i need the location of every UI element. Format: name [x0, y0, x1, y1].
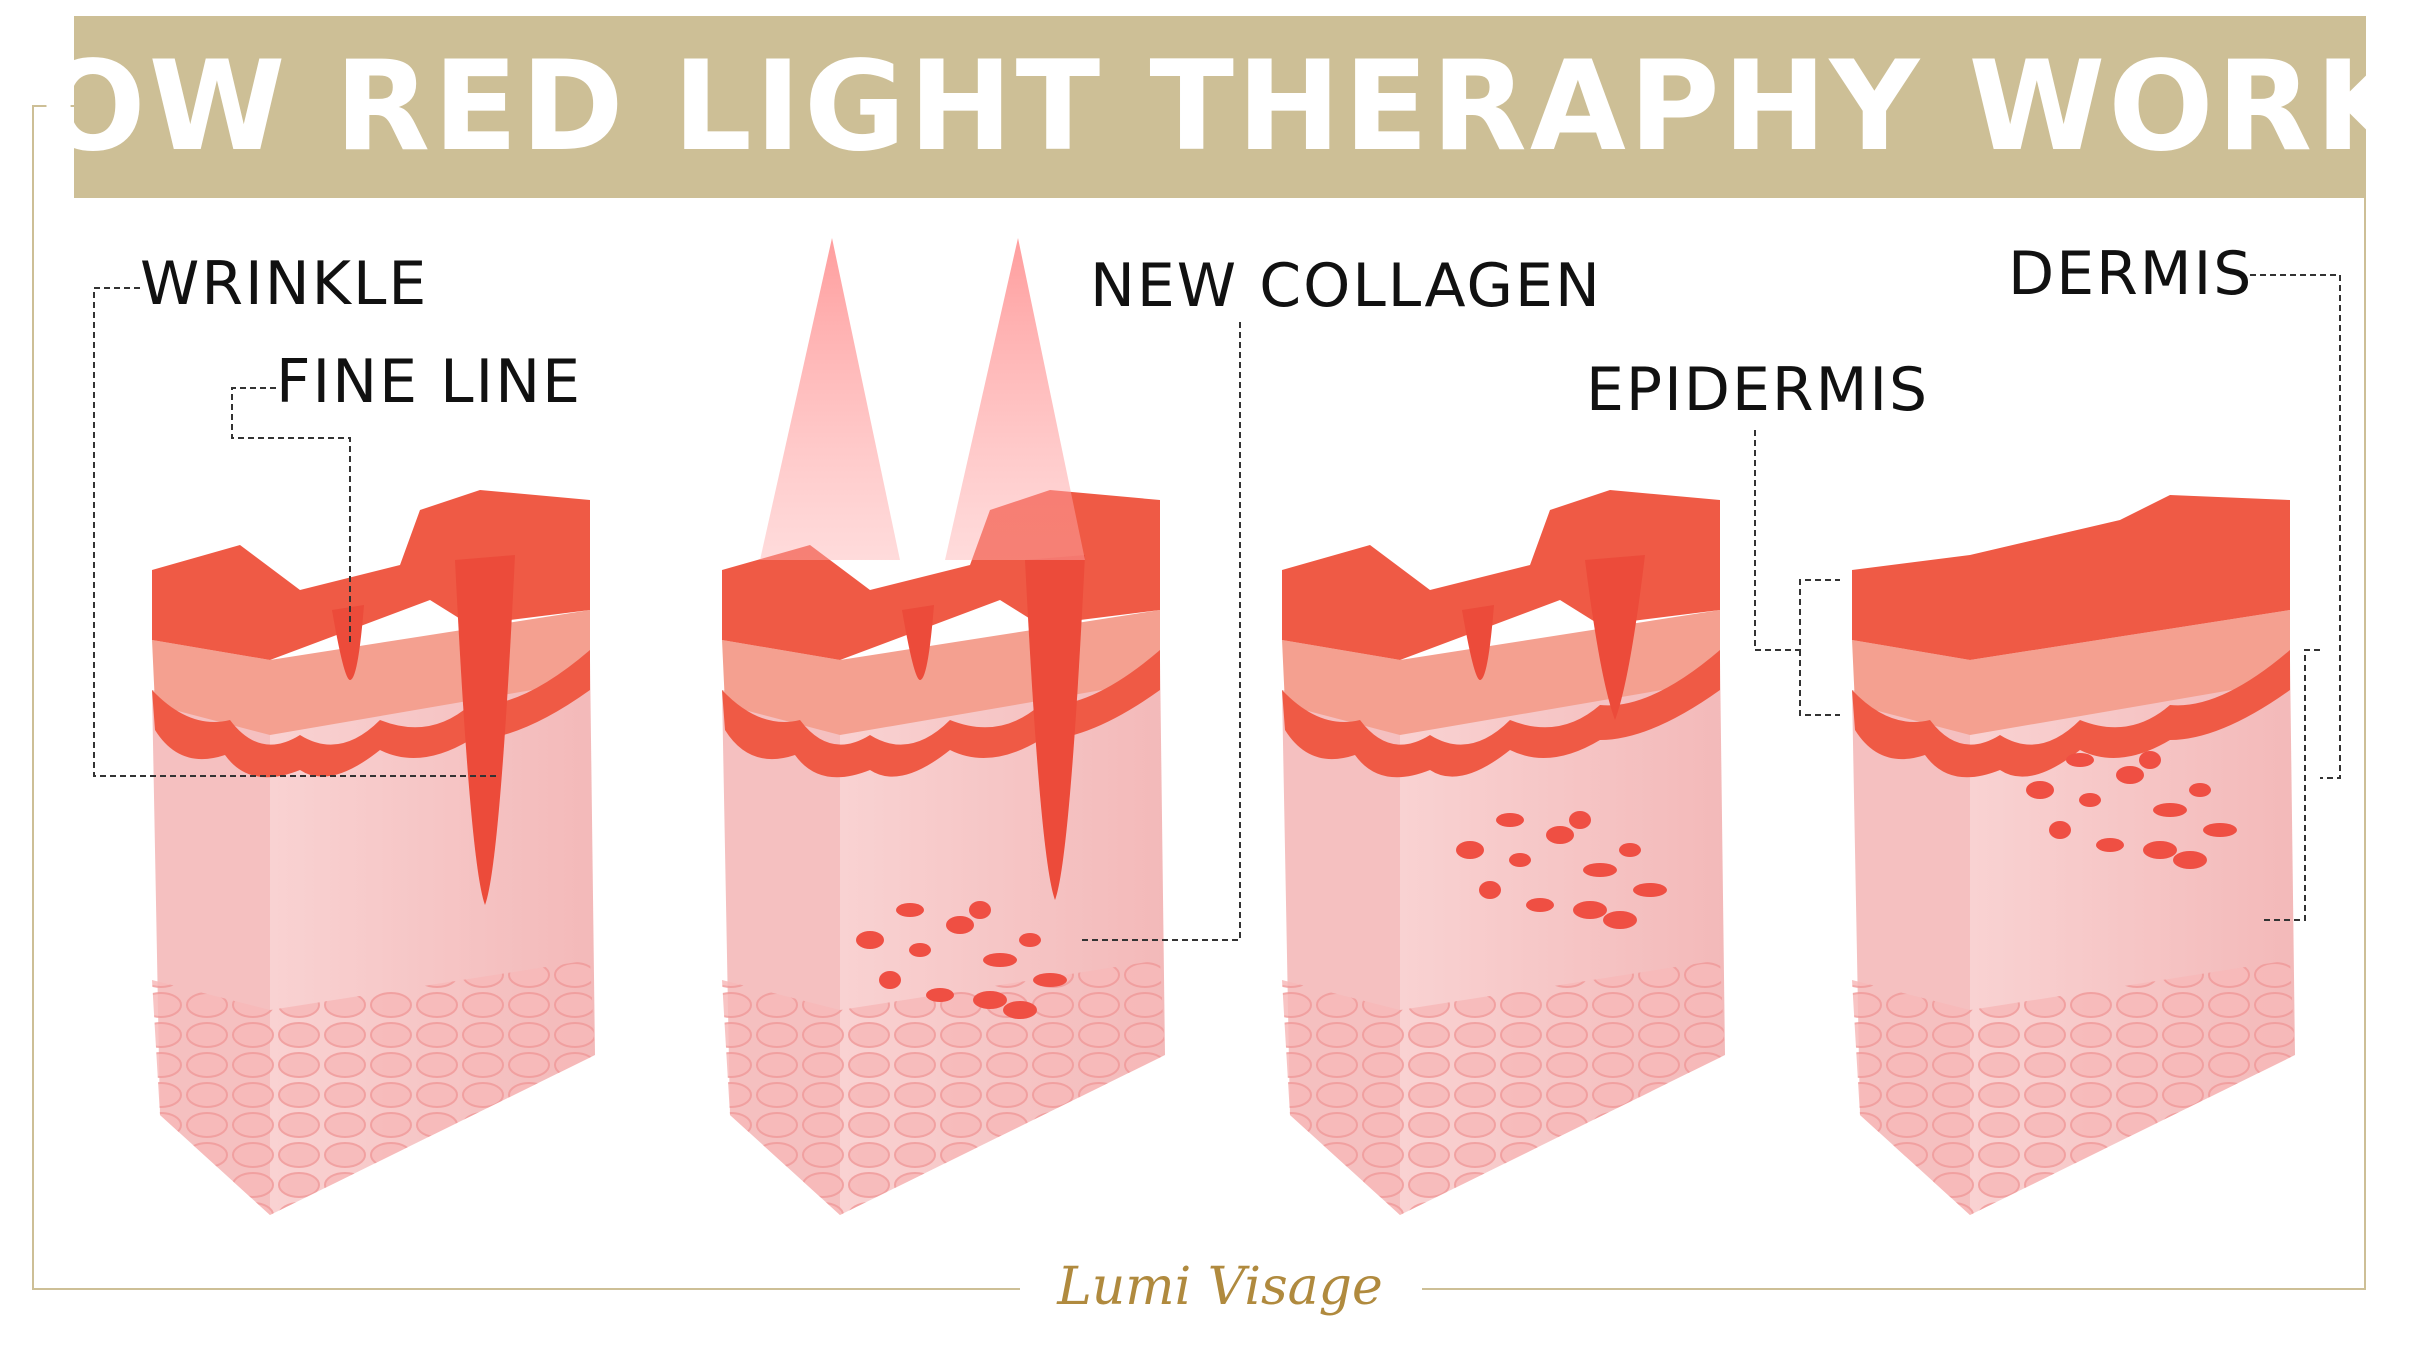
- collagen-dot: [1003, 1001, 1037, 1019]
- collagen-dot: [969, 901, 991, 919]
- light-beam: [760, 238, 900, 560]
- collagen-dot: [1496, 813, 1524, 827]
- collagen-dot: [1456, 841, 1484, 859]
- collagen-dot: [2173, 851, 2207, 869]
- callout-line: [93, 287, 500, 777]
- collagen-dot: [2096, 838, 2124, 852]
- callout-line: [231, 387, 351, 645]
- skin-block-before: [152, 490, 595, 1215]
- collagen-dot: [2189, 783, 2211, 797]
- label-wrinkle: WRINKLE: [140, 249, 429, 319]
- collagen-dot: [1569, 811, 1591, 829]
- light-beam: [945, 238, 1085, 560]
- collagen-dot: [2143, 841, 2177, 859]
- callout-line: [2250, 274, 2341, 921]
- wrinkle-groove: [455, 555, 515, 905]
- collagen-dot: [2049, 821, 2071, 839]
- fine-line-groove: [332, 605, 364, 680]
- callout-line: [1080, 322, 1241, 941]
- collagen-dot: [1019, 933, 1041, 947]
- collagen-dot: [1526, 898, 1554, 912]
- label-epidermis: EPIDERMIS: [1586, 355, 1930, 425]
- skin-block-renewed-skin: [1852, 495, 2295, 1215]
- collagen-dot: [2139, 751, 2161, 769]
- callout-line: [1754, 430, 1840, 716]
- epidermis-boundary: [1282, 650, 1720, 778]
- page-title: HOW RED LIGHT THERAPHY WORKS: [0, 35, 2430, 179]
- brand-logo: Lumi Visage: [1056, 1257, 1383, 1317]
- label-dermis: DERMIS: [2008, 239, 2254, 309]
- collagen-dot: [2203, 823, 2237, 837]
- collagen-dot: [946, 916, 974, 934]
- wrinkle-groove: [1585, 555, 1645, 720]
- collagen-dot: [973, 991, 1007, 1009]
- collagen-dot: [896, 903, 924, 917]
- collagen-dot: [909, 943, 931, 957]
- skin-top-surface: [1852, 495, 2290, 660]
- title-banner: HOW RED LIGHT THERAPHY WORKS: [0, 16, 2430, 198]
- fat-cell-layer: [1852, 960, 2295, 1215]
- collagen-dot: [1633, 883, 1667, 897]
- collagen-dot: [2116, 766, 2144, 784]
- fine-line-groove: [902, 605, 934, 680]
- epidermis-boundary: [722, 650, 1160, 778]
- collagen-dot: [926, 988, 954, 1002]
- collagen-dot: [1583, 863, 1617, 877]
- collagen-dot: [1509, 853, 1531, 867]
- epidermis-boundary: [1852, 650, 2290, 778]
- collagen-dot: [1033, 973, 1067, 987]
- epidermis-boundary: [152, 650, 590, 778]
- skin-block-collagen-growth: [1282, 490, 1725, 1215]
- collagen-dot: [983, 953, 1017, 967]
- frame-bottom-left: [32, 1288, 1020, 1290]
- collagen-dot: [1479, 881, 1501, 899]
- fine-line-groove: [1462, 605, 1494, 680]
- collagen-dot: [1546, 826, 1574, 844]
- collagen-dot: [1573, 901, 1607, 919]
- wrinkle-groove: [1025, 555, 1085, 900]
- collagen-dot: [1603, 911, 1637, 929]
- collagen-dot: [856, 931, 884, 949]
- collagen-dot: [2066, 753, 2094, 767]
- fat-cell-layer: [722, 960, 1165, 1215]
- brand-logo-text: Lumi Visage: [1056, 1257, 1383, 1317]
- collagen-dot: [1619, 843, 1641, 857]
- skin-block-light-applied: [722, 490, 1165, 1215]
- epidermis-mid-layer: [1852, 610, 2290, 735]
- collagen-dot: [2026, 781, 2054, 799]
- fat-cell-layer: [152, 960, 595, 1215]
- collagen-dot: [2153, 803, 2187, 817]
- fat-cell-layer: [1282, 960, 1725, 1215]
- frame-bottom-right: [1422, 1288, 2366, 1290]
- label-new-collagen: NEW COLLAGEN: [1090, 251, 1602, 321]
- collagen-dot: [2079, 793, 2101, 807]
- label-fine-line: FINE LINE: [276, 347, 582, 417]
- collagen-dot: [879, 971, 901, 989]
